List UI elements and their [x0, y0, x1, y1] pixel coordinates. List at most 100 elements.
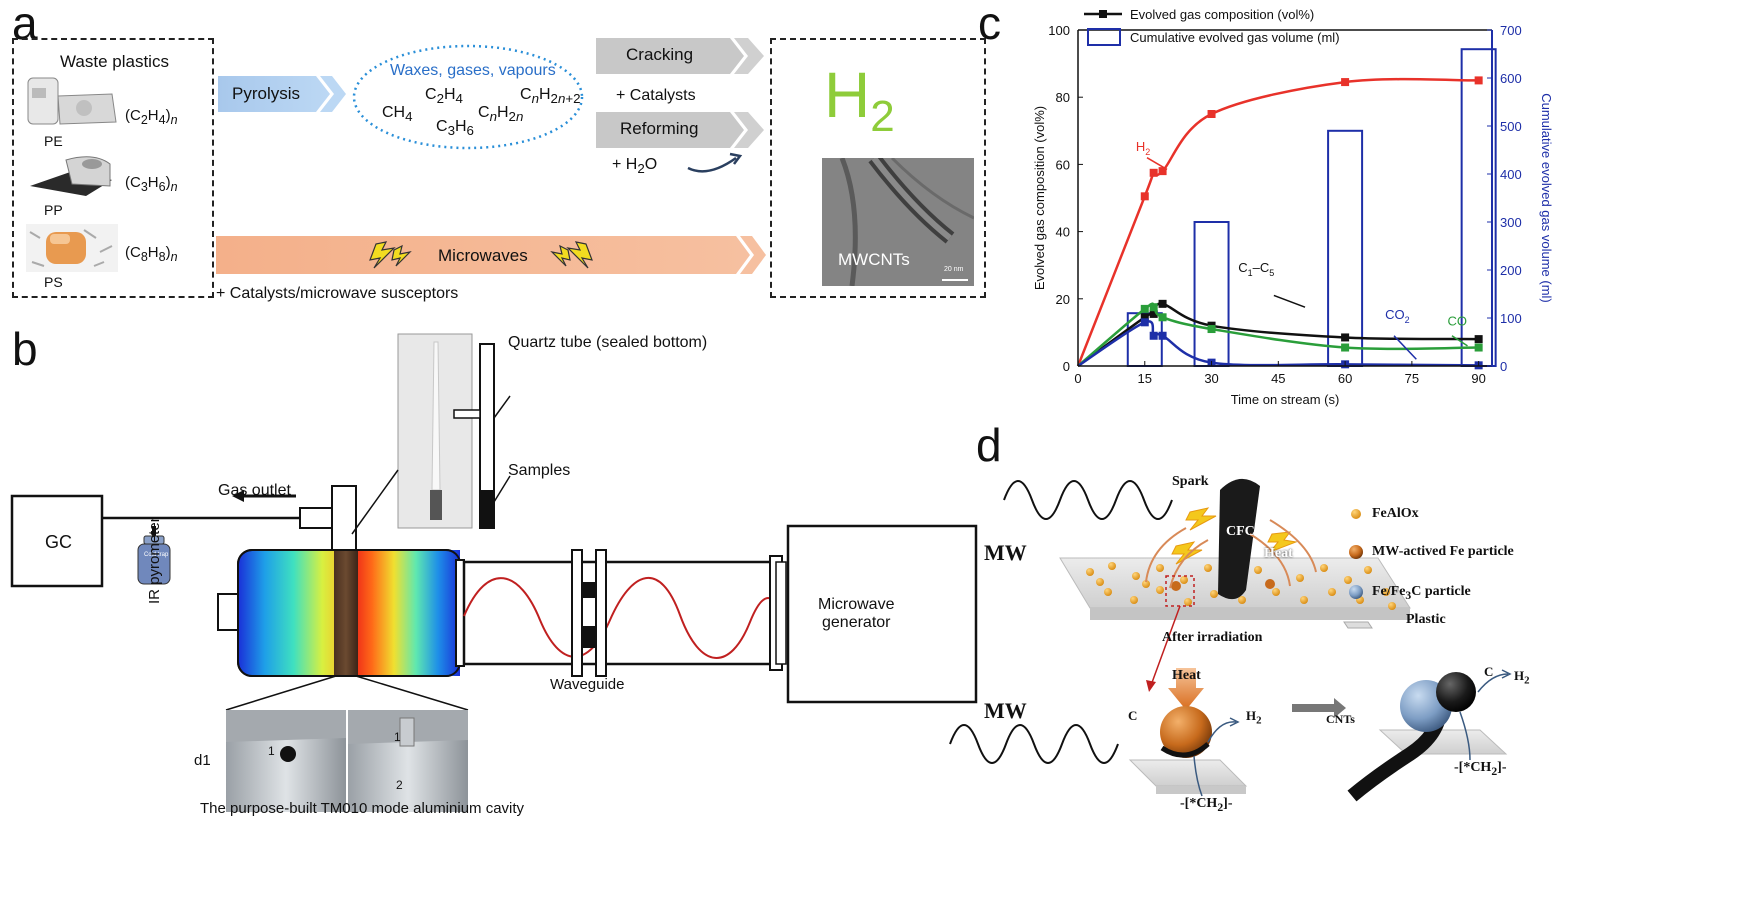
data-point [1341, 333, 1350, 342]
pp-photo [30, 156, 112, 196]
mw-top-label: MW [984, 540, 1027, 565]
co-pointer [1451, 335, 1468, 347]
panel-d-label: d [976, 419, 1002, 471]
microwave-generator-line1: Microwave [818, 596, 895, 613]
data-point [1474, 335, 1483, 344]
y2-tick-label: 100 [1500, 311, 1522, 326]
cracking-label: Cracking [626, 45, 694, 64]
cavity-caption: The purpose-built TM010 mode aluminium c… [200, 800, 525, 817]
legend-label-composition: Evolved gas composition (vol%) [1130, 7, 1314, 22]
heat-bottom-label: Heat [1172, 668, 1201, 683]
species-c3h6: C3H6 [436, 118, 474, 139]
after-irradiation-label: After irradiation [1162, 630, 1263, 645]
data-point [1158, 299, 1167, 308]
y2-axis-label: Cumulative evolved gas volume (ml) [1539, 93, 1554, 303]
gc-label: GC [45, 532, 72, 552]
co2-pointer [1393, 335, 1417, 360]
y2-tick-label: 300 [1500, 215, 1522, 230]
ps-photo [26, 224, 118, 272]
microwaves-arrow [216, 236, 766, 274]
water-curved-arrow [687, 152, 743, 173]
y-tick-label: 80 [1056, 90, 1070, 105]
legend-point-swatch [1099, 10, 1107, 18]
data-point [1207, 325, 1216, 334]
y-axis-label: Evolved gas composition (vol%) [1032, 106, 1047, 290]
pe-formula: (C2H4)n [125, 107, 178, 127]
co-series-label: CO [1447, 314, 1467, 329]
legend-mw-actived-fe: MW-actived Fe particle [1372, 544, 1514, 559]
y2-tick-label: 700 [1500, 23, 1522, 38]
y-tick-label: 100 [1048, 23, 1070, 38]
quartz-tube-label: Quartz tube (sealed bottom) [508, 334, 708, 351]
data-point [1474, 343, 1483, 352]
photo-mark-1b: 1 [394, 730, 401, 744]
sem-label: MWCNTs [838, 250, 910, 269]
data-point [1140, 318, 1149, 327]
photo-mark-1a: 1 [268, 744, 275, 758]
data-point [1140, 313, 1149, 322]
data-point [1149, 303, 1158, 312]
c1c5-series-label: C1–C5 [1238, 260, 1274, 278]
c-right-label: C [1484, 664, 1494, 679]
h2-product: H2 [824, 59, 895, 141]
series-line-3 [1077, 320, 1479, 368]
cfc-label: CFC [1226, 524, 1255, 539]
reforming-label: Reforming [620, 119, 699, 138]
c-left-label: C [1128, 708, 1138, 723]
microwaves-label: Microwaves [438, 246, 528, 265]
y-tick-label: 60 [1056, 157, 1070, 172]
series-line-2 [1077, 302, 1479, 367]
y2-tick-label: 200 [1500, 263, 1522, 278]
plus-water-label: + H2O [612, 156, 658, 177]
species-c2h4: C2H4 [425, 86, 463, 107]
legend-feal0x: FeAlOx [1372, 506, 1419, 521]
oval-title: Waxes, gases, vapours [390, 62, 556, 79]
data-point [1158, 313, 1167, 322]
y-tick-label: 20 [1056, 292, 1070, 307]
photo-mark-2: 2 [396, 778, 403, 792]
y-tick-label: 40 [1056, 225, 1070, 240]
data-point [1149, 309, 1158, 318]
waste-plastics-box [12, 38, 214, 298]
panel-a-label: a [12, 0, 38, 49]
data-point [1341, 78, 1350, 87]
legend-fe-fe3c: Fe/Fe3C particle [1372, 584, 1471, 602]
data-point [1158, 331, 1167, 340]
cold-trap-label: Cold trap [144, 552, 169, 558]
sem-scale: 20 nm [944, 266, 964, 273]
data-point [1140, 192, 1149, 201]
gas-outlet-label: Gas outlet [218, 482, 291, 499]
waveguide-label: Waveguide [550, 676, 625, 693]
panel-b-label: b [12, 323, 38, 375]
species-cnh2n: CnH2n [478, 104, 524, 125]
data-point [1207, 110, 1216, 118]
microwave-generator-line2: generator [822, 614, 891, 631]
data-point [1149, 331, 1158, 340]
footnote-label: + Catalysts/microwave susceptors [216, 285, 459, 302]
h2-product-box [770, 38, 986, 298]
x-axis-label: Time on stream (s) [1231, 392, 1340, 407]
data-point [1474, 76, 1483, 85]
legend-plastic: Plastic [1406, 612, 1446, 627]
x-tick-label: 45 [1271, 371, 1285, 386]
data-point [1140, 304, 1149, 313]
x-tick-label: 15 [1138, 371, 1152, 386]
x-tick-label: 75 [1405, 371, 1419, 386]
y2-tick-label: 400 [1500, 167, 1522, 182]
plus-catalysts-label: + Catalysts [616, 87, 696, 104]
d1-label: d1 [194, 752, 211, 769]
h2-right-label: H2 [1514, 668, 1530, 687]
ch2-right-label: -[*CH2]- [1454, 760, 1507, 778]
pp-label: PP [44, 202, 63, 218]
c1c5-pointer [1273, 294, 1306, 308]
reforming-arrow [596, 112, 764, 148]
ps-formula: (C8H8)n [125, 244, 178, 264]
cnts-label: CNTs [1326, 712, 1355, 726]
products-oval [352, 44, 584, 150]
species-ch4: CH4 [382, 104, 413, 125]
waste-plastics-title: Waste plastics [60, 52, 169, 71]
h2-pointer [1146, 157, 1168, 171]
data-point [1158, 167, 1167, 176]
apparatus-drawing [10, 333, 978, 812]
